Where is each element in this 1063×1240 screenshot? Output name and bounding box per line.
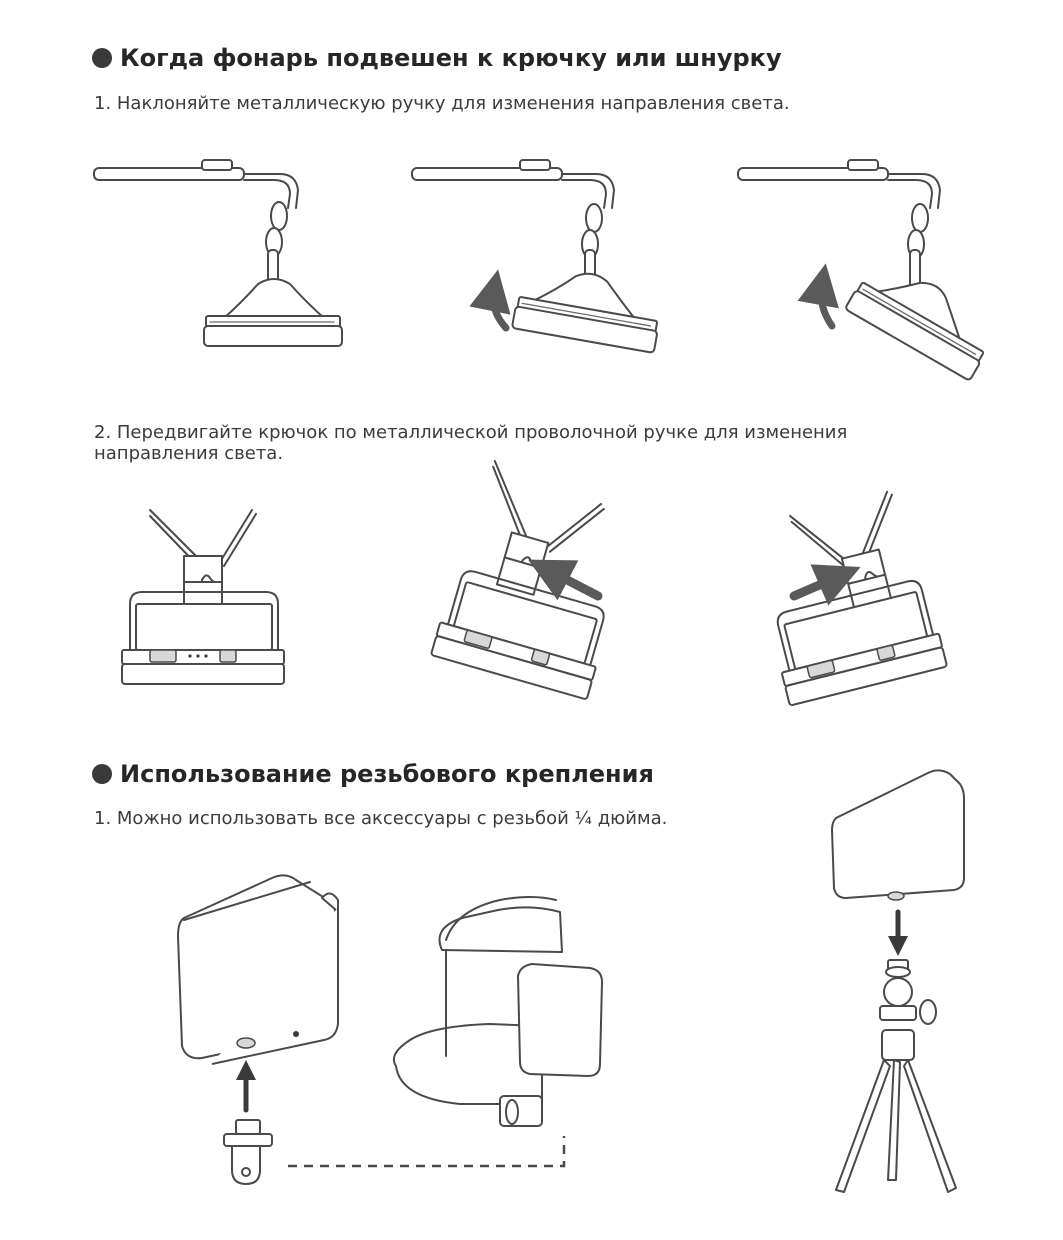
- hook-centered-illustration: [121, 509, 285, 685]
- headband-illustration: [392, 896, 603, 1127]
- lamp-tripod-illustration: [831, 769, 965, 901]
- step1-text: 1. Наклоняйте металлическую ручку для из…: [94, 93, 790, 114]
- arrow-straight-icon: [528, 559, 603, 601]
- bullet-dot-icon: [92, 764, 112, 784]
- lamp-level-illustration: [93, 159, 343, 347]
- thread-mount-illustrations: [177, 769, 965, 1193]
- lamp-steep-illustration: [737, 159, 985, 381]
- arrow-curved-up-icon: [797, 263, 839, 330]
- hook-moved-left-illustration: [430, 460, 605, 700]
- section-heading-thread: Использование резьбового крепления: [92, 760, 654, 788]
- tripod-illustration: [835, 959, 957, 1193]
- hanging-tilt-illustrations: [93, 159, 985, 381]
- step2-text-line2: направления света.: [94, 443, 284, 464]
- thread-adapter-illustration: [223, 1119, 273, 1185]
- section-heading-hanging: Когда фонарь подвешен к крючку или шнурк…: [92, 44, 782, 72]
- bullet-dot-icon: [92, 48, 112, 68]
- hook-slide-illustrations: [121, 460, 948, 706]
- step2-text-line1: 2. Передвигайте крючок по металлической …: [94, 422, 848, 443]
- lamp-thread-illustration: [177, 874, 339, 1065]
- connector-dash: [288, 1136, 566, 1168]
- lamp-tilted-illustration: [411, 159, 658, 354]
- hook-moved-right-illustration: [776, 490, 948, 706]
- thread-step1-text: 1. Можно использовать все аксессуары с р…: [94, 808, 668, 829]
- section-title-thread: Использование резьбового крепления: [120, 760, 654, 788]
- arrow-straight-icon: [789, 564, 861, 606]
- section-title-hanging: Когда фонарь подвешен к крючку или шнурк…: [120, 44, 782, 72]
- arrow-curved-up-icon: [469, 269, 511, 332]
